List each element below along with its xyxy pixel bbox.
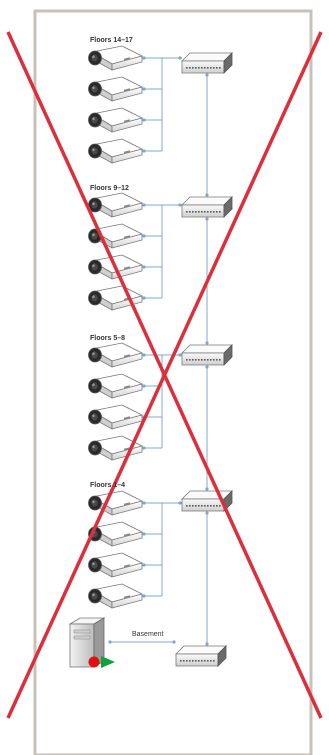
network-switch-icon — [181, 196, 233, 218]
security-camera-icon — [88, 583, 143, 609]
security-camera-icon — [88, 373, 143, 399]
camera-link-dot — [142, 353, 146, 357]
security-camera-icon — [88, 552, 143, 578]
camera-link-dot — [142, 501, 146, 505]
camera-link-dot — [142, 446, 146, 450]
switch-link-dot — [178, 353, 182, 357]
camera-link-dot — [142, 56, 146, 60]
security-camera-icon — [88, 76, 143, 102]
camera-link-dot — [142, 384, 146, 388]
switch-link-dot — [178, 203, 182, 207]
security-camera-icon — [88, 107, 143, 133]
server-play-arrow-icon — [101, 656, 115, 668]
camera-link-dot — [142, 149, 146, 153]
server-link-dot — [108, 640, 112, 644]
group-label-floors-5-8: Floors 5–8 — [90, 335, 126, 342]
trunk-link-dot — [205, 193, 209, 197]
cross-out-line-right — [6, 31, 323, 719]
trunk-link-dot — [205, 73, 209, 77]
trunk-link-dot — [205, 365, 209, 369]
camera-link-dot — [142, 87, 146, 91]
group-label-floors-9-12: Floors 9–12 — [90, 185, 129, 192]
server-status-red-icon — [88, 656, 100, 668]
network-switch-icon — [181, 52, 233, 74]
security-camera-icon — [88, 45, 143, 71]
trunk-link-dot — [205, 217, 209, 221]
group-label-floors-1-4: Floors 1–4 — [90, 482, 126, 489]
network-links — [108, 56, 209, 646]
switch-link-dot — [178, 56, 182, 60]
trunk-link-dot — [205, 341, 209, 345]
camera-link-dot — [142, 563, 146, 567]
group-label-floors-14-17: Floors 14–17 — [90, 37, 133, 44]
camera-link-dot — [142, 203, 146, 207]
camera-link-dot — [142, 265, 146, 269]
switch-link-dot — [178, 501, 182, 505]
security-camera-icon — [88, 138, 143, 164]
diagram-frame — [33, 9, 313, 755]
trunk-link-dot — [205, 511, 209, 515]
basement-switch-icon — [175, 645, 227, 667]
camera-link-dot — [142, 532, 146, 536]
security-camera-icon — [88, 490, 143, 516]
trunk-link-dot — [205, 642, 209, 646]
camera-link-dot — [142, 234, 146, 238]
server-tower-icon — [68, 617, 106, 668]
security-camera-icon — [88, 404, 143, 430]
camera-link-dot — [142, 118, 146, 122]
trunk-link-dot — [205, 487, 209, 491]
basement-label: Basement — [132, 631, 164, 638]
cross-out-mark — [6, 31, 323, 719]
security-camera-icon — [88, 192, 143, 218]
camera-link-dot — [142, 296, 146, 300]
server-link-dot — [172, 640, 176, 644]
security-camera-icon — [88, 342, 143, 368]
network-nodes — [68, 45, 233, 668]
camera-link-dot — [142, 594, 146, 598]
network-switch-icon — [181, 344, 233, 366]
